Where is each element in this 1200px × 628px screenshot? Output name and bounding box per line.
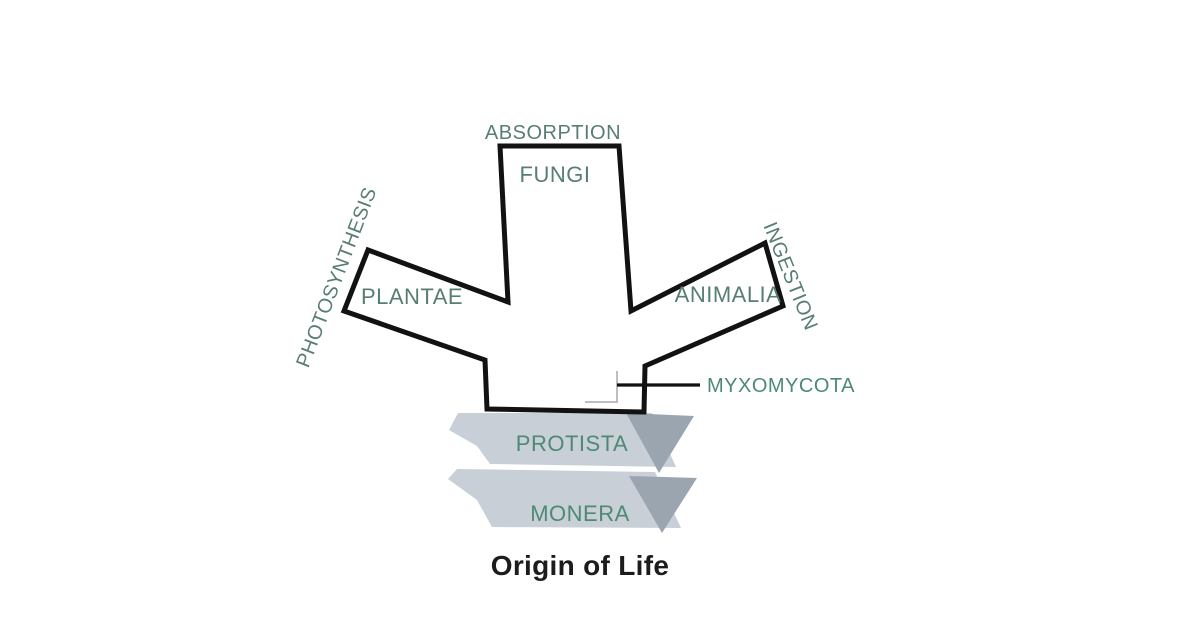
junction-bracket-line: [585, 371, 618, 403]
monera-band-fold-triangle: [629, 476, 697, 533]
protista-band-fold-triangle: [626, 413, 694, 473]
protista-label: PROTISTA: [516, 431, 628, 456]
trident-outline: [340, 143, 787, 415]
plantae-label: PLANTAE: [361, 284, 463, 309]
myxomycota-label: MYXOMYCOTA: [707, 375, 855, 397]
monera-label: MONERA: [530, 501, 630, 526]
monera-band: [448, 469, 681, 528]
animalia-label: ANIMALIA: [675, 282, 782, 307]
fungi-label: FUNGI: [520, 162, 591, 187]
absorption-label: ABSORPTION: [485, 122, 621, 144]
protista-band: [449, 413, 676, 467]
diagram-title: Origin of Life: [491, 550, 669, 581]
